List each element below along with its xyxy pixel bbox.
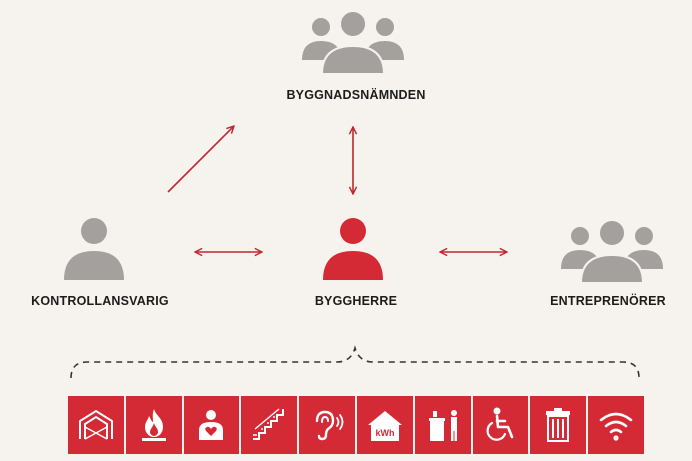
first-aid-tile (183, 396, 240, 454)
recycling-bin-icon (546, 408, 571, 442)
building-frame-tile (68, 396, 124, 454)
building-frame-icon (78, 409, 113, 440)
first-aid-icon (199, 410, 224, 440)
wifi-icon (599, 412, 633, 441)
waste-sorting-icon (428, 410, 457, 441)
waste-sorting-tile (414, 396, 471, 454)
entreprenorer-group-icon (561, 219, 663, 284)
byggnadsnamnden-label: BYGGNADSNÄMNDEN (286, 88, 426, 102)
dashed-brace (70, 345, 640, 379)
byggherre-label: BYGGHERRE (314, 294, 398, 308)
kontrollansvarig-person-icon (64, 218, 124, 280)
hearing-tile (299, 396, 355, 454)
fire-icon (141, 409, 166, 441)
entreprenorer-label: ENTREPRENÖRER (550, 294, 666, 308)
recycling-bin-tile (530, 396, 587, 454)
wheelchair-tile (472, 396, 529, 454)
energy-kwh-label: kWh (375, 428, 394, 438)
stairs-icon (253, 408, 285, 440)
requirement-icon-strip: kWh (68, 396, 644, 454)
stairs-tile (241, 396, 298, 454)
wifi-tile (588, 396, 644, 454)
energy-tile: kWh (356, 396, 413, 454)
byggherre-person-icon (323, 218, 383, 280)
arrow-kontrollansvarig-to-byggnadsnamnden (167, 126, 234, 193)
hearing-icon (315, 410, 344, 441)
byggnadsnamnden-group-icon (302, 10, 404, 75)
fire-tile (125, 396, 182, 454)
energy-kwh-icon: kWh (367, 411, 402, 441)
kontrollansvarig-label: KONTROLLANSVARIG (31, 294, 169, 308)
wheelchair-icon (487, 407, 514, 441)
